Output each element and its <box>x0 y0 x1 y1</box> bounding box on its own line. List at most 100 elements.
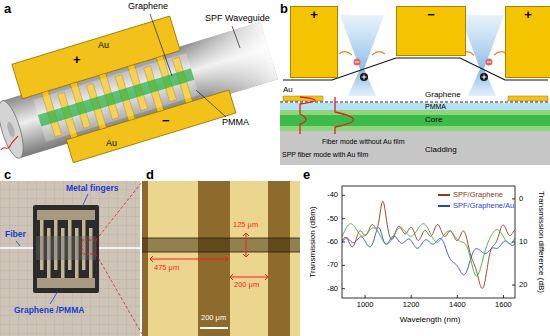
part-label: Graphene <box>128 2 168 12</box>
mode-label: SPP fiber mode with Au film <box>282 151 368 159</box>
electrode-pad: + <box>290 6 338 78</box>
minus-symbol <box>355 62 359 63</box>
difference-curve <box>342 224 515 276</box>
panel-letter: a <box>4 2 11 16</box>
dimension-label: 475 μm <box>154 264 179 272</box>
tick-label: -70 <box>327 261 338 269</box>
scale-bar-label: 200 μm <box>201 314 226 322</box>
zoom-line <box>96 254 142 334</box>
legend-text: SPF/Graphene/Au <box>453 201 514 210</box>
tick-label: 20 <box>519 281 527 289</box>
pmma-layer <box>33 53 199 142</box>
leader-line <box>82 194 88 207</box>
tick-mark <box>342 288 345 289</box>
plot-frame <box>342 186 515 298</box>
panel-letter: d <box>146 168 154 182</box>
tick-mark <box>512 198 515 199</box>
part-label: Au <box>98 41 109 51</box>
polarity-sign: − <box>162 114 170 128</box>
tick-mark <box>512 242 515 243</box>
tick-mark <box>411 295 412 298</box>
hole-charge <box>480 73 488 81</box>
mode-profile <box>300 97 315 134</box>
tick-label: -80 <box>327 285 338 293</box>
minus-symbol <box>487 62 491 63</box>
graphene-strip <box>38 68 195 126</box>
light-beam <box>340 15 384 96</box>
panel-letter: c <box>4 168 11 182</box>
axis-title: Transmission (dBm) <box>309 206 318 277</box>
transmission-curve <box>342 227 515 274</box>
dimension-label: 200 μm <box>234 281 259 289</box>
tick-mark <box>512 285 515 286</box>
mode-label: Fiber mode without Au film <box>322 138 404 146</box>
fiber-edge <box>142 238 300 239</box>
electrode-stripe <box>290 181 300 336</box>
core-center <box>280 115 550 126</box>
tick-mark <box>342 195 345 196</box>
polarity-sign: + <box>73 53 81 67</box>
dimension-arrow <box>150 256 228 262</box>
hole-charge <box>360 73 368 81</box>
curve-group <box>342 201 515 288</box>
photo-d <box>142 181 300 336</box>
leader-line <box>16 241 20 246</box>
carrier-arrow <box>339 52 352 55</box>
axis-title: Wavelength (nm) <box>400 316 461 325</box>
tick-mark <box>342 265 345 266</box>
metal-bar <box>37 210 95 220</box>
panel-letter: e <box>303 168 310 182</box>
fiber-edge <box>142 252 300 253</box>
cladding-layer <box>280 131 550 165</box>
photo-label: Metal fingers <box>66 184 118 193</box>
tick-label: -50 <box>327 215 338 223</box>
panel-letter: b <box>280 2 288 16</box>
leader-line <box>196 90 226 117</box>
tick-group <box>342 195 515 298</box>
tick-mark <box>503 295 504 298</box>
tick-label: 10 <box>519 238 527 246</box>
dimension-label: 125 μm <box>233 221 258 229</box>
legend-swatch <box>438 194 450 196</box>
photo-c <box>0 181 140 336</box>
core-layer <box>280 110 550 131</box>
dimension-arrow <box>243 233 249 257</box>
part-label: Au <box>106 139 117 149</box>
tick-label: 0 <box>519 195 523 203</box>
device-3d <box>0 0 284 180</box>
pmma-layer <box>280 103 550 110</box>
plus-symbol <box>362 75 367 80</box>
fiber-end <box>0 98 28 161</box>
electrode-stripe <box>230 181 268 336</box>
layer-label: PMMA <box>425 103 446 111</box>
electrode-pad: + <box>505 6 550 78</box>
plus-symbol <box>482 75 487 80</box>
layer-label: Cladding <box>425 146 457 155</box>
tick-label: -60 <box>327 238 338 246</box>
legend-row: SPF/Graphene <box>438 191 503 199</box>
zoom-box <box>82 240 96 254</box>
legend-text: SPF/Graphene <box>453 190 503 199</box>
layer-label: Core <box>425 116 442 125</box>
tick-mark <box>342 242 345 243</box>
fiber-band <box>142 238 300 252</box>
graphene-pmma-film <box>36 236 96 260</box>
layer-label: Graphene <box>425 91 461 100</box>
electron-charge <box>486 59 493 66</box>
tick-label: -40 <box>327 191 338 199</box>
tick-label: 1200 <box>403 301 420 309</box>
axis-title: Transmission difference (dB) <box>537 191 546 293</box>
legend-row: SPF/Graphene/Au <box>438 202 514 210</box>
tick-label: 1000 <box>357 301 374 309</box>
tick-mark <box>457 295 458 298</box>
grid-paper <box>0 181 140 336</box>
tick-label: 1600 <box>495 301 512 309</box>
mode-profile <box>335 97 354 134</box>
metal-bar <box>37 278 95 288</box>
substrate <box>142 181 300 336</box>
legend-swatch <box>438 205 450 207</box>
chip <box>33 205 99 293</box>
part-label: SPF Waveguide <box>205 14 270 24</box>
polarity-sign: + <box>506 7 550 22</box>
